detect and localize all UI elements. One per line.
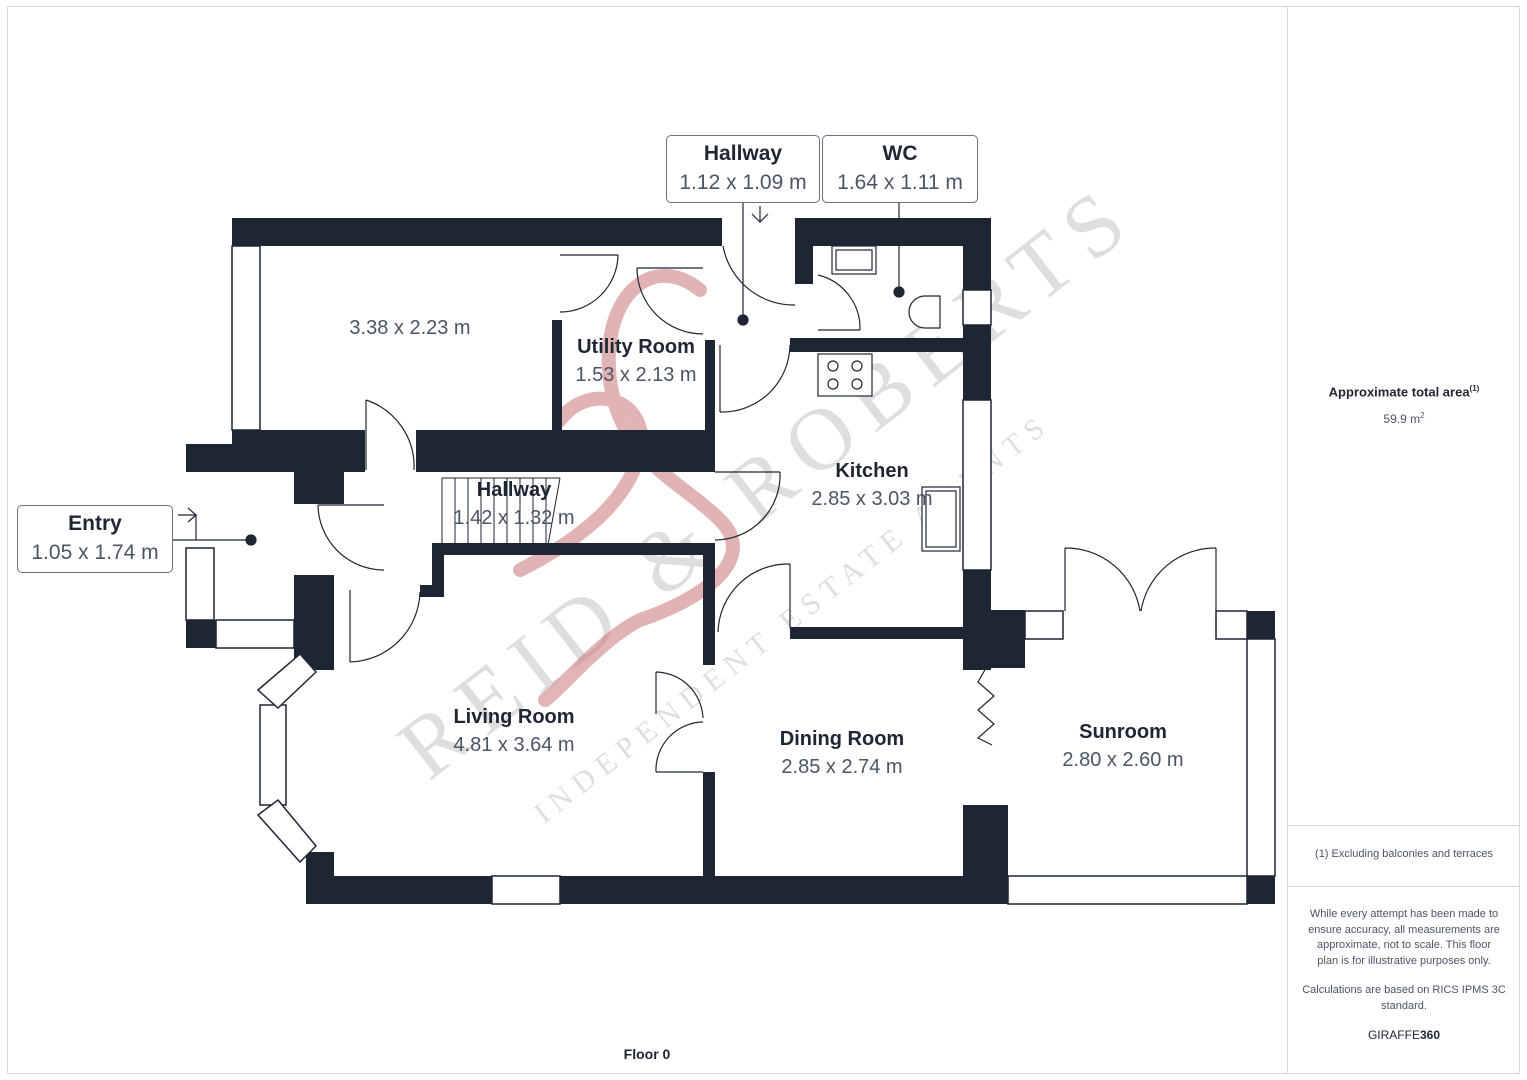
- floor-label: Floor 0: [623, 1046, 671, 1062]
- room-label-sunroom: Sunroom 2.80 x 2.60 m: [1043, 718, 1203, 774]
- calculation-note: Calculations are based on RICS IPMS 3C s…: [1302, 984, 1506, 1012]
- room-dims: 2.80 x 2.60 m: [1062, 749, 1184, 771]
- callout-dims: 1.05 x 1.74 m: [31, 541, 159, 564]
- doors: [317, 245, 1217, 773]
- room-label-dining: Dining Room 2.85 x 2.74 m: [762, 725, 922, 781]
- room-dims: 2.85 x 3.03 m: [811, 488, 933, 510]
- room-name: Living Room: [453, 706, 575, 728]
- callout-name: Entry: [68, 512, 122, 535]
- page-frame: [7, 6, 1520, 1074]
- brand-light: GIRAFFE: [1367, 1028, 1420, 1042]
- stairs: [441, 477, 561, 546]
- windows: [185, 245, 1276, 905]
- room-label-unnamed: 3.38 x 2.23 m: [330, 314, 490, 342]
- callout-dims: 1.64 x 1.11 m: [837, 171, 963, 194]
- callout-dims: 1.12 x 1.09 m: [679, 171, 807, 194]
- callout-name: WC: [882, 142, 918, 165]
- callout-wc: WC 1.64 x 1.11 m: [822, 135, 978, 203]
- room-dims: 1.42 x 1.32 m: [453, 507, 575, 529]
- callout-hallway: Hallway 1.12 x 1.09 m: [666, 135, 820, 203]
- room-dims: 2.85 x 2.74 m: [781, 756, 903, 778]
- total-area-unit-sup: 2: [1420, 411, 1425, 420]
- callout-entry: Entry 1.05 x 1.74 m: [17, 505, 173, 573]
- room-label-living: Living Room 4.81 x 3.64 m: [434, 703, 594, 759]
- entry-arrows: [178, 206, 769, 540]
- room-dims: 1.53 x 2.13 m: [575, 364, 697, 386]
- total-area-title: Approximate total area(1): [1288, 384, 1520, 399]
- room-name: Dining Room: [779, 728, 905, 750]
- room-name: Hallway: [476, 479, 552, 501]
- walls: [186, 218, 1275, 904]
- disclaimer: While every attempt has been made to ens…: [1308, 908, 1500, 967]
- room-dims: 4.81 x 3.64 m: [453, 734, 575, 756]
- room-label-hallway-inner: Hallway 1.42 x 1.32 m: [434, 476, 594, 532]
- total-area-title-text: Approximate total area: [1328, 384, 1470, 400]
- room-label-utility: Utility Room 1.53 x 2.13 m: [556, 333, 716, 389]
- sidebar-divider-1: [1288, 825, 1520, 826]
- room-dims: 3.38 x 2.23 m: [349, 317, 471, 339]
- footnote: (1) Excluding balconies and terraces: [1315, 848, 1493, 860]
- fixtures: [817, 245, 961, 552]
- room-name: Kitchen: [835, 460, 909, 482]
- total-area-value-text: 59.9 m: [1383, 412, 1421, 426]
- room-label-kitchen: Kitchen 2.85 x 3.03 m: [792, 457, 952, 513]
- brand-logo: GIRAFFE360: [1288, 1028, 1520, 1042]
- sidebar-divider-2: [1288, 886, 1520, 887]
- leader-lines: [170, 203, 905, 546]
- total-area-note-ref: (1): [1469, 384, 1480, 393]
- total-area-value: 59.9 m2: [1288, 411, 1520, 426]
- sidebar-divider: [1287, 6, 1288, 1074]
- callout-name: Hallway: [703, 142, 783, 165]
- room-name: Utility Room: [577, 336, 695, 358]
- room-name: Sunroom: [1079, 721, 1167, 743]
- brand-bold: 360: [1419, 1028, 1441, 1042]
